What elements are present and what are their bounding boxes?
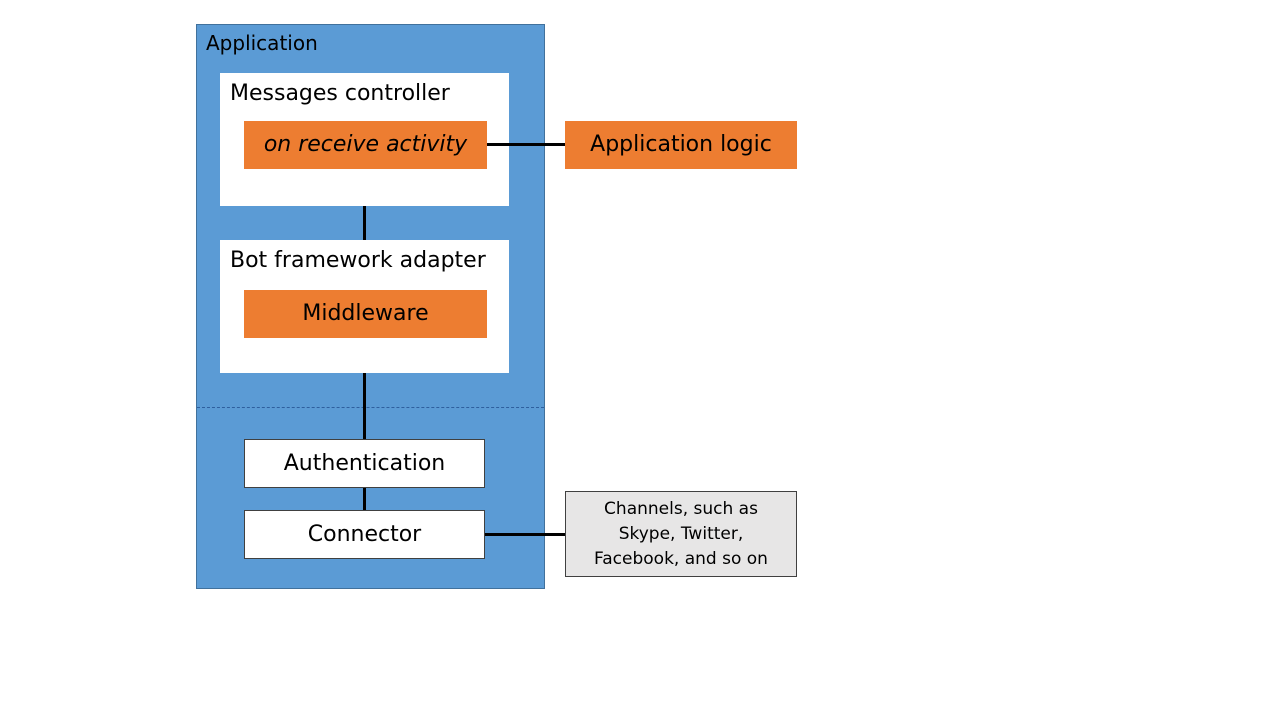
channels-text: Channels, such as Skype, Twitter, Facebo… [594, 497, 768, 572]
line-controller-to-adapter [363, 206, 366, 240]
on-receive-activity-box: on receive activity [244, 121, 487, 169]
line-adapter-to-authentication [363, 373, 366, 439]
authentication-box: Authentication [244, 439, 485, 488]
application-logic-box: Application logic [565, 121, 797, 169]
application-title: Application [206, 31, 318, 55]
middleware-box: Middleware [244, 290, 487, 338]
line-authentication-to-connector [363, 488, 366, 510]
channels-line-1: Channels, such as [604, 498, 758, 519]
channels-line-2: Skype, Twitter, [618, 523, 744, 544]
line-activity-to-app-logic [487, 143, 565, 146]
bot-framework-adapter-title: Bot framework adapter [230, 248, 486, 273]
channels-line-3: Facebook, and so on [594, 548, 768, 569]
channels-box: Channels, such as Skype, Twitter, Facebo… [565, 491, 797, 577]
connector-box: Connector [244, 510, 485, 559]
line-connector-to-channels [485, 533, 565, 536]
layer-separator-dashed-line [197, 407, 544, 408]
messages-controller-title: Messages controller [230, 81, 450, 106]
